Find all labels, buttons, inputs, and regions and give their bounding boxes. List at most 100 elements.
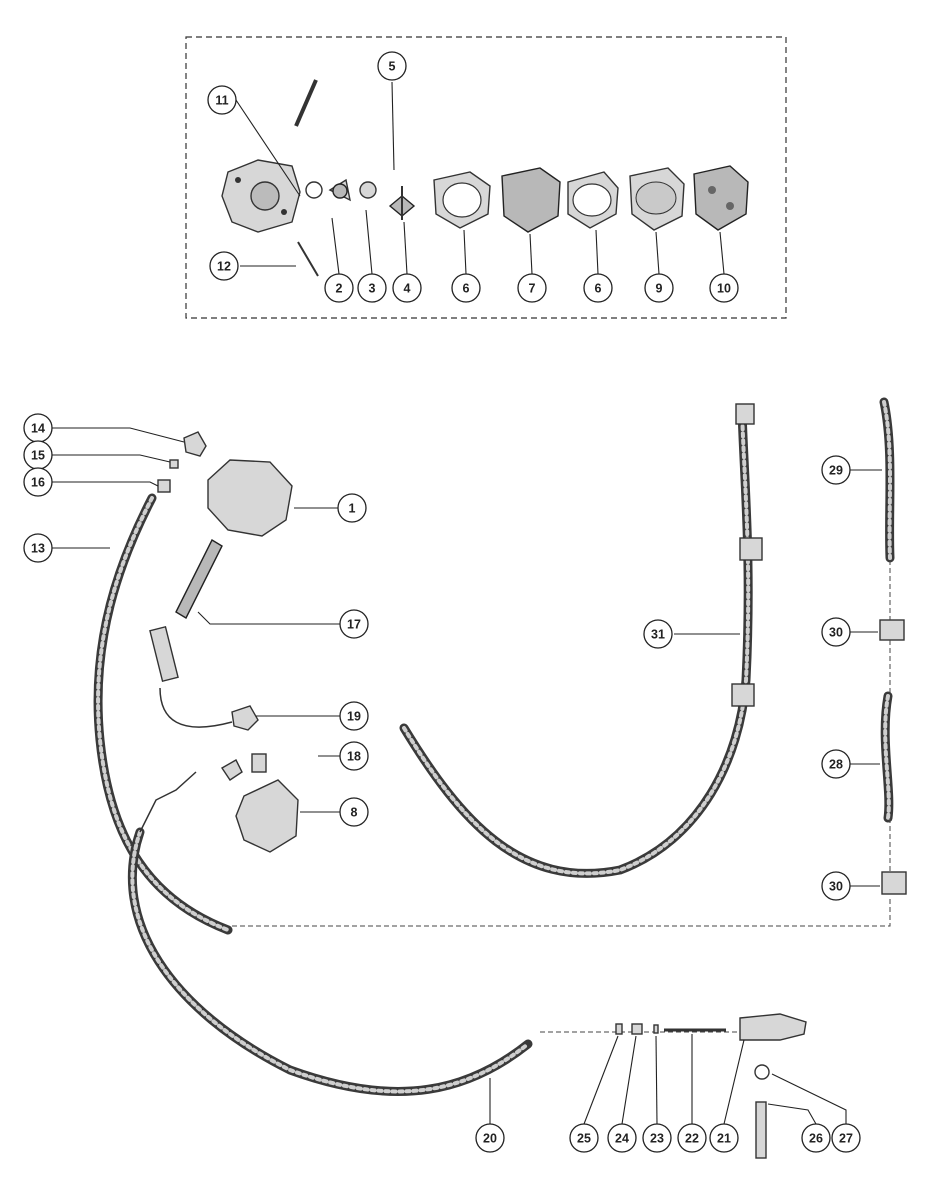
callout-circle <box>709 273 739 303</box>
callout-number: 1 <box>349 502 356 516</box>
callout-c26: 26 <box>801 1123 831 1153</box>
callout-circle <box>339 701 369 731</box>
callout-c2: 2 <box>324 273 354 303</box>
callout-c28: 28 <box>821 749 851 779</box>
callout-c25: 25 <box>569 1123 599 1153</box>
callout-circle <box>643 619 673 649</box>
callout-c18: 18 <box>339 741 369 771</box>
callout-circle <box>801 1123 831 1153</box>
callout-number: 25 <box>577 1132 591 1146</box>
callout-number: 3 <box>369 282 376 296</box>
callout-circle <box>392 273 422 303</box>
callout-number: 16 <box>31 476 45 490</box>
callout-number: 18 <box>347 750 361 764</box>
callout-number: 20 <box>483 1132 497 1146</box>
callout-number: 14 <box>31 422 45 436</box>
callout-circle <box>207 85 237 115</box>
callout-c24: 24 <box>607 1123 637 1153</box>
callout-number: 29 <box>829 464 843 478</box>
fuel-pump-exploded-parts <box>221 79 749 277</box>
callout-circle <box>339 741 369 771</box>
callout-c20: 20 <box>475 1123 505 1153</box>
callout-circle <box>821 749 851 779</box>
callout-circle <box>709 1123 739 1153</box>
callout-c29: 29 <box>821 455 851 485</box>
callout-circle <box>209 251 239 281</box>
callout-c8: 8 <box>339 797 369 827</box>
callout-number: 30 <box>829 880 843 894</box>
callout-c14: 14 <box>23 413 53 443</box>
callout-number: 19 <box>347 710 361 724</box>
callout-number: 7 <box>529 282 536 296</box>
callout-circle <box>324 273 354 303</box>
callout-number: 12 <box>217 260 231 274</box>
callout-c15: 15 <box>23 440 53 470</box>
fuel-system-assembly <box>93 397 907 1159</box>
callout-circle <box>677 1123 707 1153</box>
callout-number: 22 <box>685 1132 699 1146</box>
callout-circle <box>475 1123 505 1153</box>
callout-circle <box>517 273 547 303</box>
callout-c23: 23 <box>642 1123 672 1153</box>
callout-c12: 12 <box>209 251 239 281</box>
callout-circle <box>821 871 851 901</box>
callout-c5: 5 <box>377 51 407 81</box>
callout-circle <box>339 609 369 639</box>
callout-c6a: 6 <box>451 273 481 303</box>
callout-circle <box>583 273 613 303</box>
callout-number: 4 <box>404 282 411 296</box>
callout-circle <box>642 1123 672 1153</box>
callout-c22: 22 <box>677 1123 707 1153</box>
callout-circle <box>23 467 53 497</box>
callout-number: 30 <box>829 626 843 640</box>
callout-c4: 4 <box>392 273 422 303</box>
callout-number: 23 <box>650 1132 664 1146</box>
callout-circle <box>339 797 369 827</box>
callout-number: 21 <box>717 1132 731 1146</box>
callout-circle <box>377 51 407 81</box>
callout-c13: 13 <box>23 533 53 563</box>
callout-number: 28 <box>829 758 843 772</box>
callout-c9: 9 <box>644 273 674 303</box>
fuel-pump-inset-box <box>185 36 787 319</box>
callout-number: 6 <box>595 282 602 296</box>
callout-circle <box>831 1123 861 1153</box>
callout-circle <box>337 493 367 523</box>
callout-number: 31 <box>651 628 665 642</box>
callout-number: 5 <box>389 60 396 74</box>
callout-circle <box>23 533 53 563</box>
leader-lines <box>52 81 882 1125</box>
callout-c30a: 30 <box>821 617 851 647</box>
callout-number: 13 <box>31 542 45 556</box>
callout-c6b: 6 <box>583 273 613 303</box>
callout-c21: 21 <box>709 1123 739 1153</box>
callout-number: 27 <box>839 1132 853 1146</box>
callout-c31: 31 <box>643 619 673 649</box>
callout-c7: 7 <box>517 273 547 303</box>
callout-number: 6 <box>463 282 470 296</box>
callout-c19: 19 <box>339 701 369 731</box>
callout-number: 24 <box>615 1132 629 1146</box>
callout-c11: 11 <box>207 85 237 115</box>
callout-c17: 17 <box>339 609 369 639</box>
callout-number: 15 <box>31 449 45 463</box>
callout-number: 8 <box>351 806 358 820</box>
callout-circle <box>451 273 481 303</box>
callout-c10: 10 <box>709 273 739 303</box>
callout-circle <box>821 455 851 485</box>
callout-number: 10 <box>717 282 731 296</box>
callout-c30b: 30 <box>821 871 851 901</box>
callout-number: 2 <box>336 282 343 296</box>
callout-number: 17 <box>347 618 361 632</box>
callout-c1: 1 <box>337 493 367 523</box>
callout-circle <box>644 273 674 303</box>
callout-circle <box>357 273 387 303</box>
callout-number: 9 <box>656 282 663 296</box>
callout-circle <box>607 1123 637 1153</box>
callout-circle <box>569 1123 599 1153</box>
callout-c3: 3 <box>357 273 387 303</box>
callout-number: 11 <box>215 94 228 108</box>
callout-circle <box>821 617 851 647</box>
